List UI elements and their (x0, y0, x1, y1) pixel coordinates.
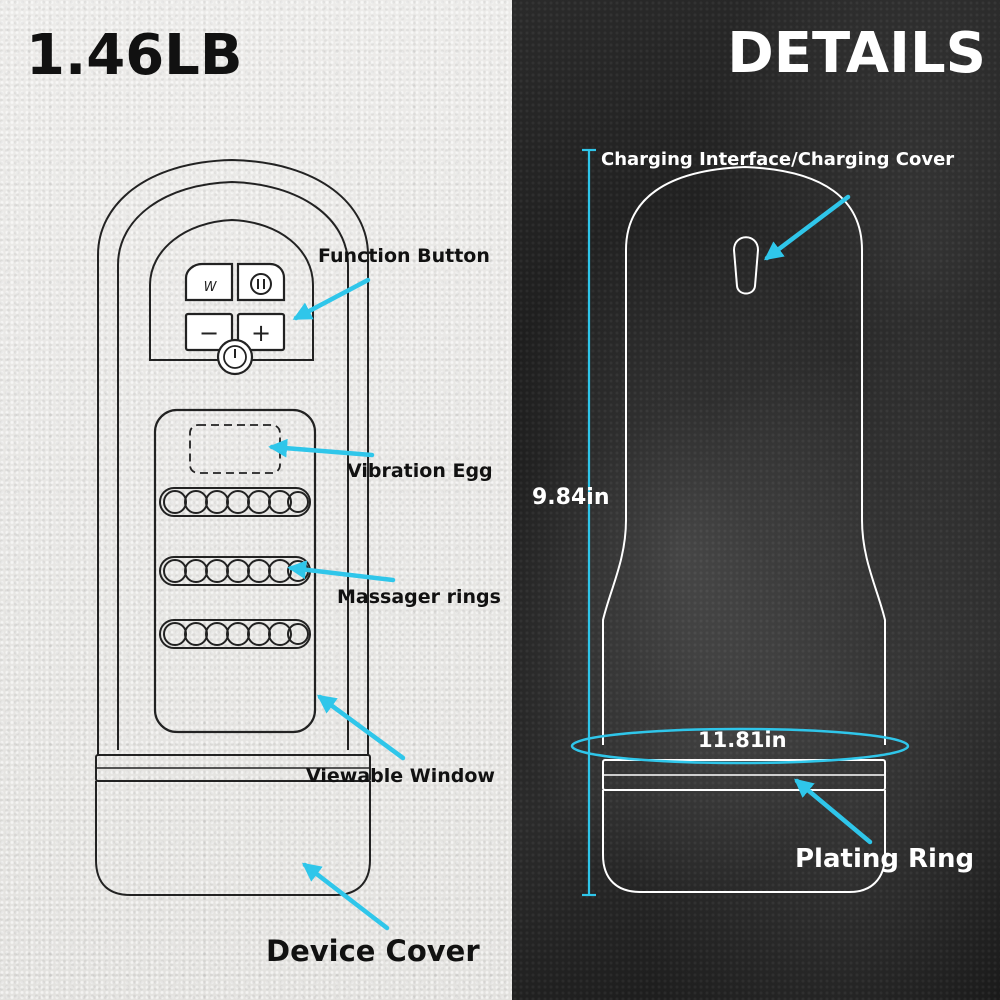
device-line-drawing (95, 158, 371, 896)
circumference-ellipse (570, 727, 910, 765)
device-inner-outline (117, 180, 349, 750)
minus-button (184, 312, 234, 352)
device-silhouette-right (602, 165, 886, 893)
plus-button (236, 312, 286, 352)
circumference-measurement-label: 11.81in (698, 728, 787, 752)
massager-ring-row-1 (159, 487, 311, 517)
massager-ring-row-2 (159, 556, 311, 586)
device-cover-shape (95, 781, 371, 896)
vibration-egg-label: Vibration Egg (347, 460, 493, 482)
callout-arrows (268, 194, 873, 931)
plus-button-glyph: + (251, 319, 271, 347)
details-title: DETAILS (727, 21, 986, 86)
device-top-panel (149, 218, 314, 361)
massager-rings-label: Massager rings (337, 586, 501, 608)
function-button-arrow (292, 277, 371, 321)
function-button-label: Function Button (318, 245, 490, 267)
charging-port-arrow (763, 194, 851, 261)
left-panel-background (0, 0, 512, 1000)
massager-ring-row-3 (159, 619, 311, 649)
device-outer-outline (97, 158, 369, 755)
pause-button (236, 262, 286, 302)
mode-button-glyph: W (204, 280, 218, 295)
plating-ring-arrow (794, 778, 873, 845)
mode-button (184, 262, 234, 302)
function-button-cluster (184, 262, 286, 376)
viewable-window-label: Viewable Window (306, 765, 495, 787)
weight-title: 1.46LB (26, 23, 243, 88)
device-cover-label: Device Cover (266, 934, 480, 968)
device-cover-right (602, 790, 886, 893)
height-measurement-label: 9.84in (532, 485, 610, 510)
device-cover-arrow (302, 862, 390, 931)
device-outer-outline-right (602, 165, 886, 745)
charging-interface-label: Charging Interface/Charging Cover (601, 149, 955, 170)
height-dimension-line (582, 148, 596, 897)
viewable-window-arrow (316, 694, 406, 761)
massager-rings-arrow (287, 560, 396, 583)
vibration-egg-outline (189, 424, 281, 474)
charging-port-outline (732, 236, 760, 295)
pause-icon (250, 273, 272, 295)
vibration-egg-arrow (268, 438, 375, 458)
plating-ring-label: Plating Ring (795, 844, 975, 874)
minus-button-glyph: − (199, 319, 219, 347)
